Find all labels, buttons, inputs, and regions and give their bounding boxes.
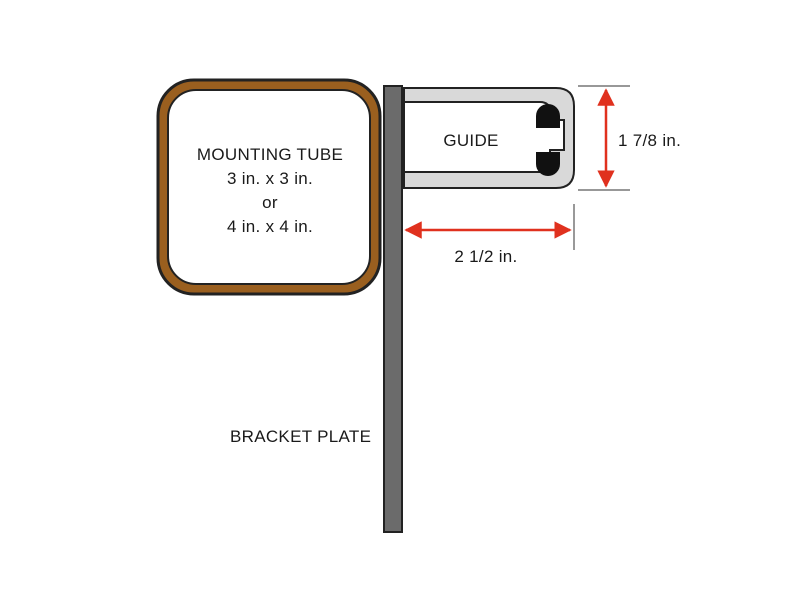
mounting-tube-label-line4: 4 in. x 4 in. xyxy=(227,217,313,236)
bracket-plate xyxy=(383,85,403,533)
mounting-tube-label-line2: 3 in. x 3 in. xyxy=(227,169,313,188)
width-dimension-label: 2 1/2 in. xyxy=(454,247,517,266)
guide-roller-top xyxy=(536,104,560,128)
height-dimension xyxy=(578,85,630,191)
guide-label: GUIDE xyxy=(443,131,498,150)
mounting-tube-label-line3: or xyxy=(262,193,278,212)
guide-channel xyxy=(403,87,575,189)
width-dimension xyxy=(404,204,575,250)
guide-roller-bottom xyxy=(536,152,560,176)
bracket-plate-label: BRACKET PLATE xyxy=(230,427,371,446)
mounting-tube-label-line1: MOUNTING TUBE xyxy=(197,145,343,164)
height-dimension-label: 1 7/8 in. xyxy=(618,131,681,150)
mounting-tube xyxy=(156,78,382,296)
